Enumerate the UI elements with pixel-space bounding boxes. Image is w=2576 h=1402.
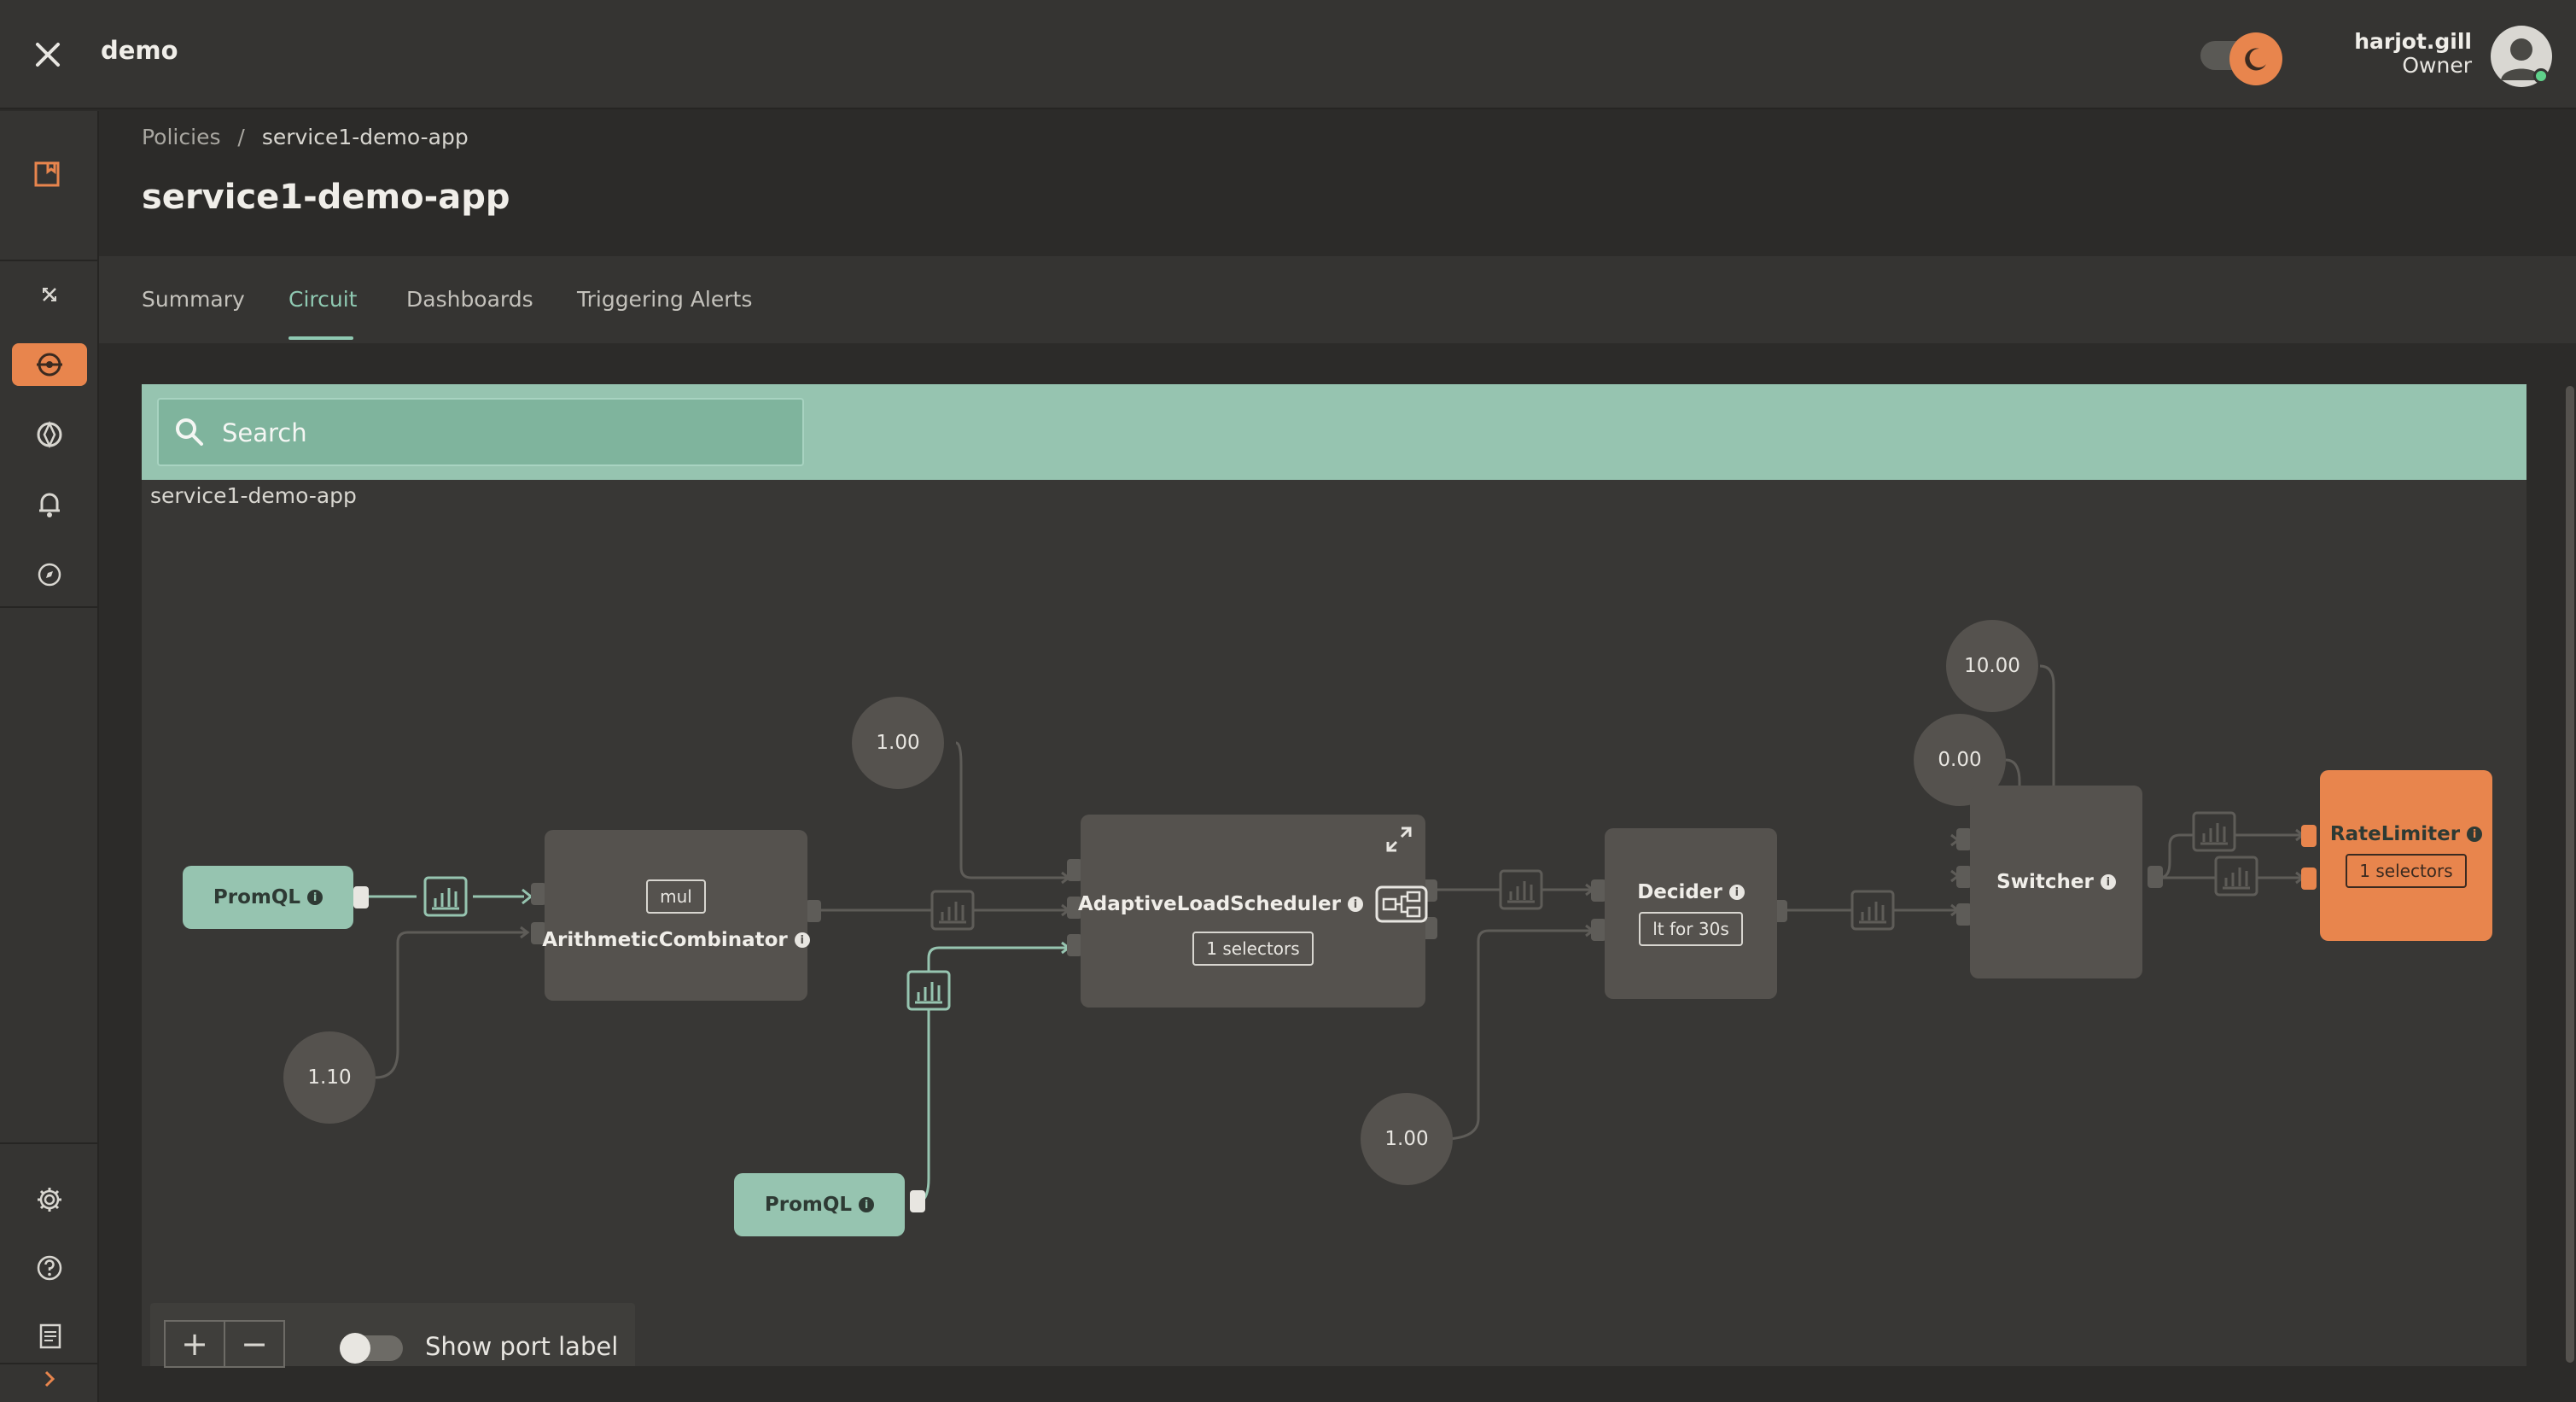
promql-node-1[interactable]: PromQL i [183,866,353,929]
sidebar-item-projects[interactable] [12,152,87,195]
circuit-name-label: service1-demo-app [150,483,357,508]
zoom-in-button[interactable]: + [164,1320,225,1368]
node-name: PromQL [213,886,301,908]
sidebar-item-help[interactable] [12,1247,87,1289]
breadcrumb: Policies / service1-demo-app [142,125,469,149]
canvas-controls: + − Show port label [150,1303,635,1368]
info-icon[interactable]: i [307,890,323,905]
node-name: ArithmeticCombinator [542,929,788,951]
scrollbar-thumb[interactable] [2566,386,2574,1363]
port-label-toggle-knob [340,1333,370,1364]
active-tab-indicator [288,336,353,340]
theme-toggle[interactable] [2200,32,2282,85]
info-icon[interactable]: i [859,1197,875,1212]
sidebar-item-collapse[interactable] [12,273,87,316]
condition-tag: lt for 30s [1639,912,1743,946]
zoom-out-button[interactable]: − [224,1320,285,1368]
selectors-tag: 1 selectors [1192,932,1314,966]
info-icon[interactable]: i [1728,885,1745,900]
sidebar-item-docs[interactable] [12,1315,87,1358]
constant-1-10[interactable]: 1.10 [283,1031,376,1124]
tab-bar: Summary Circuit Dashboards Triggering Al… [99,256,2576,343]
top-bar: demo harjot.gill Owner [0,0,2576,109]
selectors-tag: 1 selectors [2346,854,2467,888]
ports [353,825,2317,1212]
constant-1-00-top[interactable]: 1.00 [852,697,944,789]
operator-tag: mul [646,879,706,914]
port-label-text: Show port label [425,1332,619,1361]
decider-node[interactable]: Decider i lt for 30s [1605,828,1777,999]
constant-1-00-bottom[interactable]: 1.00 [1361,1093,1453,1185]
node-name: Switcher [1996,871,2094,893]
sidebar-item-settings[interactable] [12,1178,87,1221]
search-placeholder: Search [222,418,307,447]
sidebar-item-policies[interactable] [12,343,87,386]
app-title: demo [101,36,178,65]
tab-triggering-alerts[interactable]: Triggering Alerts [577,287,753,312]
user-role: Owner [2402,53,2472,78]
scrollbar[interactable] [2564,384,2576,1366]
rate-limiter-node[interactable]: RateLimiter i 1 selectors [2320,770,2492,941]
sidebar-item-services[interactable] [12,413,87,456]
tab-dashboards[interactable]: Dashboards [406,287,533,312]
online-status-icon [2533,68,2549,84]
circuit-canvas[interactable]: Search service1-demo-app [142,384,2526,1368]
switcher-node[interactable]: Switcher i [1970,786,2142,978]
user-name: harjot.gill [2354,29,2472,54]
breadcrumb-policies-link[interactable]: Policies [142,125,221,149]
help-icon [37,1255,62,1281]
sidebar-item-explore[interactable] [12,553,87,596]
collapse-icon [43,288,56,301]
node-name: PromQL [764,1194,853,1216]
info-icon[interactable]: i [794,932,810,948]
info-icon[interactable]: i [2100,874,2116,890]
close-icon[interactable] [29,36,67,73]
port-label-toggle[interactable] [340,1333,403,1364]
gear-icon [38,1188,61,1212]
policies-icon [37,353,62,377]
node-name: RateLimiter [2329,823,2461,845]
constant-10-00[interactable]: 10.00 [1946,620,2038,712]
search-icon [176,418,203,446]
tab-circuit[interactable]: Circuit [288,287,358,312]
promql-node-2[interactable]: PromQL i [734,1173,905,1236]
tab-summary[interactable]: Summary [142,287,245,312]
expand-icon[interactable] [1383,823,1415,856]
bell-icon [39,493,60,517]
circuit-wires [353,664,2317,1212]
adaptive-load-scheduler-node[interactable]: AdaptiveLoadScheduler i 1 selectors [1078,815,1428,1008]
chevron-right-icon [44,1370,55,1387]
arithmetic-combinator-node[interactable]: mul ArithmeticCombinator i [542,830,810,1001]
sidebar-item-alerts[interactable] [12,483,87,526]
breadcrumb-separator: / [237,125,245,149]
sidebar [0,111,99,1402]
document-icon [39,1323,61,1349]
page-title: service1-demo-app [142,178,510,217]
node-name: Decider [1637,881,1722,903]
compass-icon [38,563,61,587]
info-icon[interactable]: i [2467,827,2483,842]
moon-icon [2229,32,2282,85]
search-bar: Search [142,384,2526,480]
folder-icon [34,161,60,187]
component-graph-icon[interactable] [1375,885,1428,923]
search-input[interactable]: Search [157,398,804,466]
aperture-icon [37,421,62,448]
sidebar-expand-button[interactable] [12,1358,87,1400]
node-name: AdaptiveLoadScheduler [1078,893,1341,915]
breadcrumb-current: service1-demo-app [261,125,469,149]
info-icon[interactable]: i [1348,897,1363,912]
